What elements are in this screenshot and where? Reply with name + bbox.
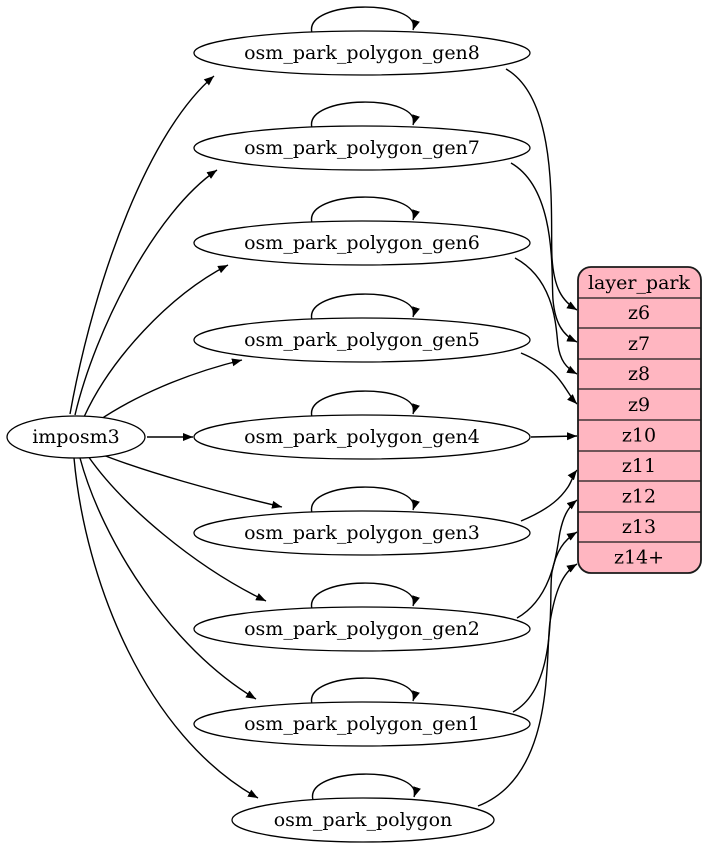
edge-gen4-z10 — [530, 432, 578, 441]
self-loop-gen6 — [311, 196, 420, 224]
layer-row-z6: z6 — [628, 302, 650, 324]
polygon-ellipse — [231, 797, 495, 843]
edge-gen8-z6 — [505, 68, 578, 311]
layer-park-table: layer_park z6 z7 z8 z9 z10 z11 z12 z13 z… — [577, 266, 702, 574]
gen6-ellipse — [193, 220, 531, 266]
edge-imposm3-gen6 — [83, 264, 229, 418]
imposm3-label: imposm3 — [32, 426, 120, 448]
node-osm-park-polygon-gen7: osm_park_polygon_gen7 — [193, 125, 531, 171]
node-imposm3: imposm3 — [6, 415, 146, 459]
edges-to-layer — [477, 68, 578, 807]
edge-gen5-z9 — [520, 352, 578, 405]
edge-gen7-z7 — [510, 162, 578, 343]
gen8-ellipse — [193, 30, 531, 76]
gen1-ellipse — [193, 701, 531, 747]
edge-imposm3-gen2 — [87, 455, 267, 602]
edge-imposm3-gen3 — [97, 452, 283, 509]
node-osm-park-polygon-gen8: osm_park_polygon_gen8 — [193, 30, 531, 76]
edges-from-imposm3 — [69, 75, 283, 799]
node-osm-park-polygon: osm_park_polygon — [231, 797, 495, 843]
edge-imposm3-gen1 — [79, 457, 257, 700]
gen5-ellipse — [193, 317, 531, 363]
edge-imposm3-gen8 — [69, 75, 215, 415]
edge-polygon-z14 — [477, 563, 578, 807]
edge-imposm3-gen7 — [74, 169, 218, 416]
edge-gen1-z13 — [512, 531, 578, 713]
node-osm-park-polygon-gen1: osm_park_polygon_gen1 — [193, 701, 531, 747]
self-loop-polygon — [312, 773, 421, 801]
gen4-label: osm_park_polygon_gen4 — [244, 426, 480, 448]
edge-gen6-z8 — [514, 257, 578, 375]
gen6-label: osm_park_polygon_gen6 — [244, 232, 480, 254]
edge-imposm3-polygon — [73, 457, 259, 799]
gen4-ellipse — [193, 414, 531, 460]
edge-gen2-z12 — [516, 499, 578, 619]
layer-row-z14plus: z14+ — [614, 547, 664, 569]
self-loop-gen5 — [311, 293, 420, 321]
layer-row-z10: z10 — [622, 425, 656, 447]
self-loop-gen1 — [311, 677, 420, 705]
gen8-label: osm_park_polygon_gen8 — [244, 42, 480, 64]
self-loop-gen3 — [311, 486, 420, 514]
layer-park-title: layer_park — [588, 272, 691, 294]
layer-row-z12: z12 — [622, 486, 656, 508]
gen7-label: osm_park_polygon_gen7 — [244, 137, 480, 159]
gen5-label: osm_park_polygon_gen5 — [244, 329, 480, 351]
gen7-ellipse — [193, 125, 531, 171]
layer-row-z9: z9 — [628, 394, 650, 416]
gen1-label: osm_park_polygon_gen1 — [244, 713, 480, 735]
self-loop-gen7 — [311, 101, 420, 129]
gen2-label: osm_park_polygon_gen2 — [244, 618, 480, 640]
imposm3-ellipse — [6, 415, 146, 459]
gen3-ellipse — [193, 510, 531, 556]
self-loop-gen2 — [311, 582, 420, 610]
layer-row-z13: z13 — [622, 516, 656, 538]
self-loop-gen4 — [311, 390, 420, 418]
self-loop-gen8 — [311, 6, 420, 34]
self-loops — [311, 6, 421, 801]
node-osm-park-polygon-gen6: osm_park_polygon_gen6 — [193, 220, 531, 266]
layer-row-z7: z7 — [628, 333, 650, 355]
layer-row-z11: z11 — [622, 455, 656, 477]
node-osm-park-polygon-gen5: osm_park_polygon_gen5 — [193, 317, 531, 363]
node-osm-park-polygon-gen2: osm_park_polygon_gen2 — [193, 606, 531, 652]
node-osm-park-polygon-gen3: osm_park_polygon_gen3 — [193, 510, 531, 556]
polygon-label: osm_park_polygon — [274, 809, 453, 831]
gen3-label: osm_park_polygon_gen3 — [244, 522, 480, 544]
gen2-ellipse — [193, 606, 531, 652]
layer-row-z8: z8 — [628, 363, 650, 385]
edge-imposm3-gen5 — [97, 358, 243, 422]
edge-gen3-z11 — [520, 469, 578, 522]
node-osm-park-polygon-gen4: osm_park_polygon_gen4 — [193, 414, 531, 460]
